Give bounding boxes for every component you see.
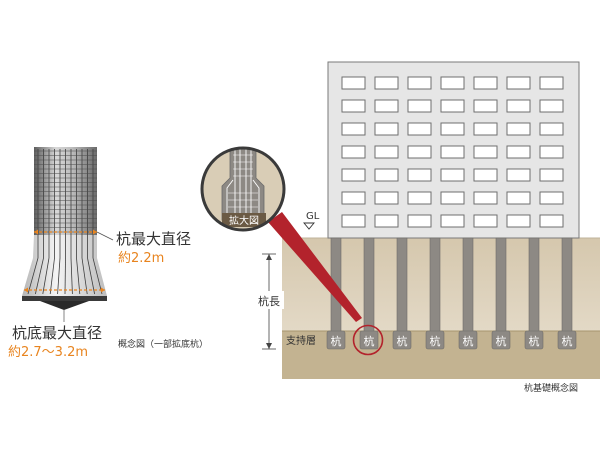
building-window — [539, 214, 564, 228]
building-window — [407, 99, 432, 113]
building-window — [473, 214, 498, 228]
pile-base — [425, 330, 445, 350]
building-window — [539, 122, 564, 136]
building-window — [506, 214, 531, 228]
pile-label: 杭 — [397, 334, 408, 348]
pile-base — [326, 330, 346, 350]
building-window — [374, 122, 399, 136]
building-window — [506, 76, 531, 90]
pile-shaft — [462, 237, 474, 333]
building-window — [506, 145, 531, 159]
building-window — [440, 99, 465, 113]
building-window — [407, 191, 432, 205]
building-window — [341, 122, 366, 136]
building-window — [440, 145, 465, 159]
base-diameter-label: 杭底最大直径 — [12, 324, 102, 342]
building-window — [539, 191, 564, 205]
pile-label: 杭 — [496, 334, 507, 348]
pile-base — [392, 330, 412, 350]
pile-base — [524, 330, 544, 350]
building-window — [539, 76, 564, 90]
highlighted-pile-circle — [352, 324, 384, 356]
building-window — [374, 99, 399, 113]
building-window — [506, 191, 531, 205]
building-window — [473, 99, 498, 113]
building-window — [473, 76, 498, 90]
building-window — [407, 76, 432, 90]
pile-detail-caption: 概念図（一部拡底杭） — [118, 338, 208, 350]
gl-triangle-icon — [303, 222, 315, 230]
pile-base — [359, 330, 379, 350]
zoom-circle: 拡大図 — [200, 146, 286, 232]
building-window — [473, 145, 498, 159]
bearing-layer-label: 支持層 — [286, 334, 316, 347]
pile-length-dimension — [254, 253, 284, 350]
building-window — [407, 122, 432, 136]
building-window — [539, 145, 564, 159]
gl-label: GL — [306, 211, 320, 222]
building-window — [440, 191, 465, 205]
pile-shaft — [561, 237, 573, 333]
building-window — [539, 168, 564, 182]
pile-label: 杭 — [364, 334, 375, 348]
building-window — [539, 99, 564, 113]
pile-shaft — [495, 237, 507, 333]
building-window — [473, 168, 498, 182]
building-window — [473, 191, 498, 205]
building-window — [506, 168, 531, 182]
pile-length-label: 杭長 — [258, 294, 280, 308]
building-window — [407, 145, 432, 159]
pile-bell — [22, 235, 107, 296]
pile-base — [491, 330, 511, 350]
building-window — [407, 214, 432, 228]
building-window — [341, 145, 366, 159]
pile-base — [458, 330, 478, 350]
pile-shaft — [396, 237, 408, 333]
pile-shaft — [528, 237, 540, 333]
pile-detail: 杭最大直径 約2.2m 杭底最大直径 約2.7〜3.2m 概念図（一部拡底杭） — [8, 147, 208, 360]
pile-label: 杭 — [562, 334, 573, 348]
building-window — [440, 76, 465, 90]
building-window — [506, 122, 531, 136]
building-window — [374, 145, 399, 159]
building-window — [374, 191, 399, 205]
pile-label: 杭 — [529, 334, 540, 348]
building-window — [341, 99, 366, 113]
building-window — [341, 168, 366, 182]
base-diameter-value: 約2.7〜3.2m — [8, 345, 88, 360]
zoom-label: 拡大図 — [229, 214, 259, 227]
building-window — [473, 122, 498, 136]
building-window — [374, 214, 399, 228]
pile-shaft — [363, 237, 375, 333]
building-window — [341, 76, 366, 90]
building-window — [341, 214, 366, 228]
max-diameter-label: 杭最大直径 — [116, 230, 191, 248]
building-window — [374, 76, 399, 90]
pile-base — [557, 330, 577, 350]
building-window — [440, 168, 465, 182]
building-window — [506, 99, 531, 113]
pile-tip — [40, 301, 89, 310]
building-window — [440, 122, 465, 136]
zoom-pointer — [268, 212, 362, 322]
max-diameter-value: 約2.2m — [118, 251, 164, 266]
building-window — [440, 214, 465, 228]
pile-label: 杭 — [430, 334, 441, 348]
building-window — [341, 191, 366, 205]
building-window — [374, 168, 399, 182]
building-window — [407, 168, 432, 182]
pile-shaft — [429, 237, 441, 333]
pile-label: 杭 — [463, 334, 474, 348]
pile-label: 杭 — [331, 334, 342, 348]
foundation-caption: 杭基礎概念図 — [524, 382, 578, 394]
foundation-diagram: 杭杭杭杭杭杭杭杭 — [200, 61, 600, 394]
